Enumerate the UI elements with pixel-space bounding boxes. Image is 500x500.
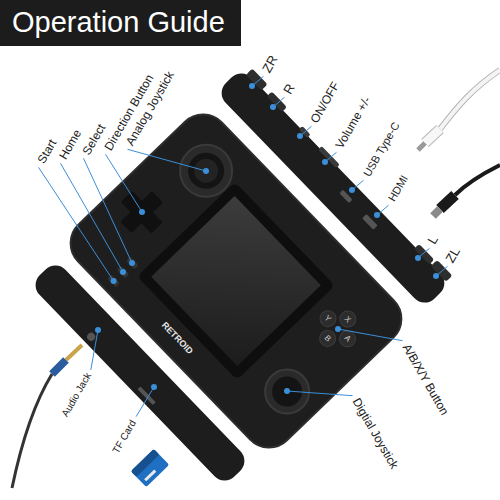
button-label: R [281, 81, 299, 97]
audio-plug [52, 360, 66, 374]
title-banner: Operation Guide [0, 0, 241, 46]
leader-dot [120, 269, 126, 275]
leader-dot [203, 168, 209, 174]
zr-trigger [246, 68, 268, 90]
analog-stick-cap [189, 154, 223, 188]
analog-stick-ring [169, 134, 243, 208]
brand-logo: RETROID [159, 320, 195, 356]
port-label: TF Card [110, 418, 138, 456]
dpad [121, 191, 163, 234]
volume-rocker [318, 146, 340, 168]
button-letter: Y [323, 314, 333, 324]
usb-cable [440, 70, 500, 129]
zl-trigger [431, 260, 453, 282]
button-label: ZR [260, 53, 282, 75]
audio-jack-hole [85, 331, 96, 342]
audio-cable [12, 374, 52, 488]
hdmi-plug [440, 195, 455, 209]
tf-card [131, 449, 169, 487]
button-label: L [426, 234, 443, 248]
port-label: HDMI [386, 173, 411, 204]
leader-dot [284, 388, 290, 394]
start-button [107, 275, 120, 288]
leader-dot [433, 273, 439, 279]
tf-card-body [131, 449, 169, 487]
dpad [120, 191, 163, 233]
usb-plug-tip [418, 143, 425, 150]
button-label: ON/OFF [308, 79, 343, 125]
r-bumper [267, 91, 287, 112]
audio-plug-tip [66, 345, 82, 360]
screen-bezel [137, 182, 335, 380]
select-button [126, 257, 139, 270]
leader-dot [249, 83, 255, 89]
button-label: Home [57, 128, 85, 163]
leader-dot [111, 278, 117, 284]
usb-plug [425, 129, 440, 143]
leader-dot [95, 327, 101, 333]
port-label: Audio Jack [59, 371, 93, 419]
button-label: Select [80, 122, 109, 158]
button-letter: A [342, 334, 352, 344]
leader-line [128, 149, 207, 171]
leader-line [61, 163, 124, 272]
usb-cable-outline [440, 70, 500, 129]
leader-line [91, 330, 98, 370]
leader-dot [322, 159, 328, 165]
button-letter: X [343, 314, 353, 324]
button-label: ZL [444, 245, 465, 266]
leader-group [39, 76, 448, 416]
face-button [317, 307, 340, 330]
leader-dot [151, 384, 157, 390]
leader-dot [415, 255, 421, 261]
hdmi-plug-tip [433, 209, 440, 216]
leader-dot [335, 326, 341, 332]
leader-line [39, 167, 114, 281]
l-bumper [414, 244, 434, 265]
leader-line [287, 391, 353, 396]
leader-dot [374, 212, 380, 218]
port-label: USB Type-C [361, 120, 402, 179]
leader-line [106, 154, 143, 212]
part-label: A/B/X/Y Button [399, 342, 451, 418]
tf-card-stripe [144, 469, 156, 481]
button-label: Volume +/- [333, 94, 374, 151]
button-letter: B [323, 333, 333, 343]
home-button [117, 266, 130, 279]
button-label: Start [35, 138, 60, 167]
leader-dot [297, 133, 303, 139]
digital-stick [266, 370, 308, 412]
hdmi-cable [455, 165, 500, 195]
part-label: Digtial Joystick [349, 396, 401, 472]
leader-dot [139, 209, 145, 215]
screen [151, 196, 321, 366]
usb-plug-outline [425, 129, 440, 143]
leader-dot [270, 104, 276, 110]
digital-stick-ring [256, 360, 318, 422]
leader-line [136, 387, 154, 417]
leader-dot [349, 187, 355, 193]
analog-stick [181, 145, 232, 196]
leader-dot [129, 260, 135, 266]
